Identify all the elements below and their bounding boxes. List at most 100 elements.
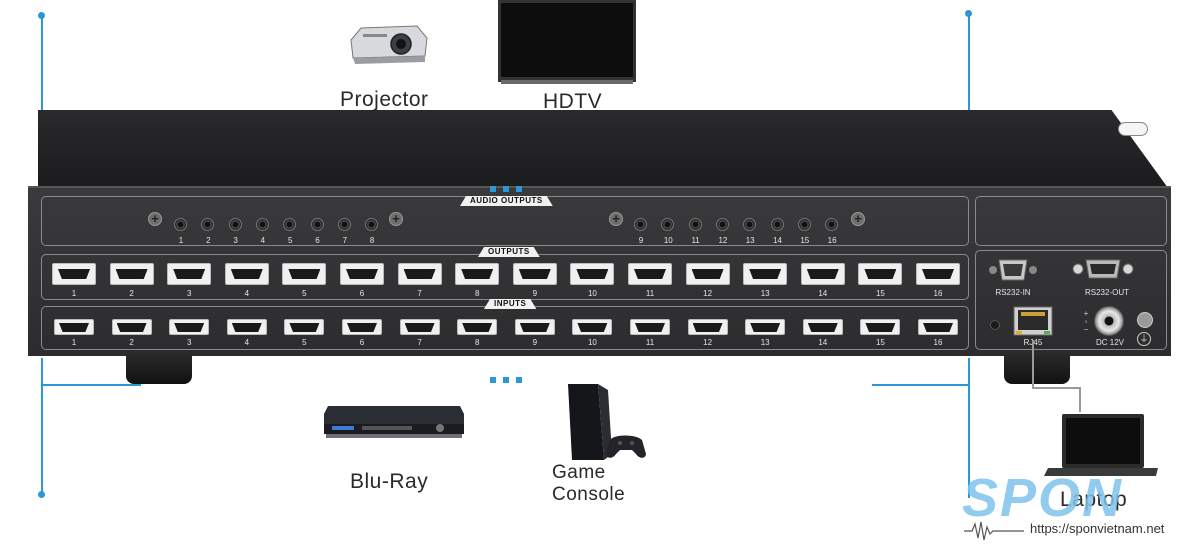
hdmi-output-port [397, 263, 442, 285]
hdmi-input-number: 4 [244, 338, 250, 347]
hdmi-input-number: 8 [474, 338, 480, 347]
rs232-in-port [988, 256, 1038, 284]
hdmi-input-port [457, 319, 498, 335]
hdmi-input-number: 1 [71, 338, 77, 347]
spon-logo: SPON [962, 468, 1124, 528]
audio-jack [661, 218, 675, 231]
hdmi-input-number: 14 [818, 338, 828, 347]
left-input-horizontal [41, 384, 141, 386]
hdmi-input-port [226, 319, 267, 335]
hdmi-output-number: 5 [302, 289, 307, 298]
ellipsis-square [516, 377, 522, 383]
game-console-label-line1: Game [552, 462, 606, 483]
hdmi-input-port [630, 319, 670, 335]
hdmi-input-port [342, 319, 382, 335]
hdmi-output-port [167, 263, 212, 285]
audio-jack [688, 218, 702, 231]
ellipsis-square [490, 186, 496, 192]
hdmi-output-port [628, 263, 672, 285]
game-console-label-line2: Console [552, 484, 626, 505]
hdmi-output-number: 2 [129, 289, 134, 298]
hdmi-input-port [572, 319, 613, 335]
hdmi-input-number: 2 [129, 338, 134, 347]
ground-icon: ⏚ [1137, 332, 1151, 346]
hdmi-output-number: 14 [818, 289, 828, 298]
rs232-in-label: RS232-IN [995, 288, 1031, 297]
left-input-line [41, 358, 43, 496]
audio-jack [310, 218, 324, 231]
audio-jack-number: 15 [800, 236, 810, 245]
control-section-top [975, 196, 1167, 246]
right-input-horizontal [872, 384, 970, 386]
hdmi-input-number: 6 [359, 338, 365, 347]
hdmi-input-number: 3 [186, 338, 192, 347]
hdmi-output-port [743, 263, 788, 285]
ellipsis-square [503, 186, 509, 192]
hdmi-input-number: 13 [760, 338, 770, 347]
watermark-url: https://sponvietnam.net [1030, 521, 1165, 536]
inputs-title: INPUTS [484, 299, 536, 309]
hdmi-input-number: 5 [302, 338, 307, 347]
hdmi-input-port [111, 319, 152, 335]
hdmi-output-port [685, 263, 730, 285]
hdmi-input-port [514, 319, 555, 335]
hdmi-output-number: 9 [532, 289, 538, 298]
audio-jack [825, 218, 839, 231]
audio-jack-number: 6 [315, 236, 320, 245]
hdtv-icon [497, 0, 637, 86]
hdmi-output-port [858, 263, 903, 285]
rs232-out-label: RS232-OUT [1084, 288, 1129, 297]
left-top-dot [38, 12, 45, 19]
indicator-led [990, 320, 1000, 330]
bluray-player-icon [322, 402, 466, 442]
hdmi-output-port [109, 263, 154, 285]
laptop-cable [1030, 340, 1090, 414]
projector-label: Projector [340, 88, 429, 111]
hdmi-input-number: 11 [645, 338, 655, 347]
hdmi-output-number: 3 [186, 289, 192, 298]
audio-jack-number: 10 [663, 236, 673, 245]
left-bottom-dot [38, 491, 45, 498]
audio-jack [797, 218, 811, 231]
screw-icon: + [609, 212, 623, 226]
screw-icon: + [389, 212, 403, 226]
audio-jack-number: 1 [178, 236, 184, 245]
dc-power-jack [1094, 306, 1124, 336]
audio-jack-number: 12 [718, 236, 728, 245]
audio-jack-number: 9 [638, 236, 644, 245]
laptop-icon [1040, 412, 1160, 480]
waveform-icon [964, 520, 1024, 542]
bluray-label: Blu-Ray [350, 470, 429, 493]
hdmi-output-number: 12 [703, 289, 713, 298]
hdtv-label: HDTV [543, 90, 603, 113]
hdmi-input-number: 15 [875, 338, 885, 347]
audio-jack-number: 4 [260, 236, 266, 245]
audio-jack [743, 218, 757, 231]
hdmi-input-number: 9 [532, 338, 538, 347]
hdmi-output-port [800, 263, 845, 285]
hdmi-output-port [52, 263, 96, 285]
rs232-out-port [1072, 256, 1134, 282]
matrix-chassis-top [38, 110, 1168, 188]
ellipsis-square [490, 377, 496, 383]
hdmi-output-port [455, 263, 500, 285]
control-section [975, 250, 1167, 350]
hdmi-output-port [224, 263, 269, 285]
hdmi-input-port [860, 319, 901, 335]
audio-jack [228, 218, 242, 231]
audio-jack [634, 218, 647, 231]
ellipsis-square [516, 186, 522, 192]
hdmi-input-number: 16 [933, 338, 943, 347]
hdmi-input-number: 12 [703, 338, 713, 347]
audio-jack-number: 13 [745, 236, 755, 245]
screw-icon: + [148, 212, 162, 226]
audio-jack [337, 218, 351, 231]
right-top-dot [965, 10, 972, 17]
audio-jack [283, 218, 297, 231]
hdmi-input-port [745, 319, 786, 335]
dc-label: DC 12V [1095, 338, 1124, 347]
audio-jack-number: 5 [287, 236, 293, 245]
hdmi-output-number: 6 [359, 289, 365, 298]
hdmi-output-port [570, 263, 615, 285]
game-console-icon [562, 382, 648, 462]
